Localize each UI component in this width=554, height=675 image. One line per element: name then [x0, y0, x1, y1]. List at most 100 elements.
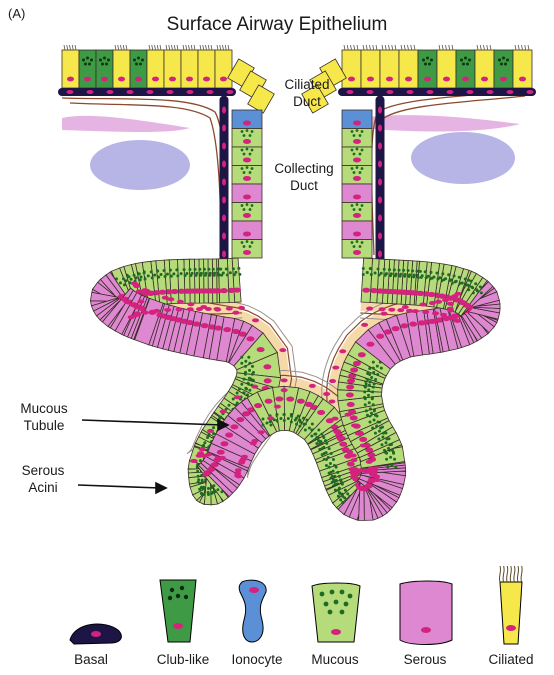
mucous-granule [243, 391, 246, 394]
cilium [225, 45, 226, 50]
duct-cell-mucous [342, 240, 372, 259]
mucous-granule [351, 149, 354, 152]
mucous-granule [441, 272, 444, 275]
legend-serous-cell [400, 581, 452, 645]
stroma-nucleus [352, 467, 359, 471]
surface-cell-ciliated [380, 45, 399, 88]
blood-vessel-left [90, 140, 190, 190]
basal-nucleus [447, 90, 454, 94]
mucous-granule [232, 267, 235, 270]
basal-nucleus [222, 179, 226, 186]
basal-nucleus [367, 90, 374, 94]
stroma-nucleus [366, 460, 373, 464]
mucous-granule [311, 422, 314, 425]
mucous-granule [459, 282, 462, 285]
mucous-granule [373, 382, 376, 385]
cilium [347, 45, 348, 50]
ciliated-cell-body [113, 50, 130, 88]
cilium [186, 45, 187, 50]
ciliated-nucleus [367, 77, 374, 82]
ciliated-cell-body [380, 50, 399, 88]
serous-nucleus [201, 323, 209, 328]
mucous-granule [380, 367, 383, 370]
mucous-granule [320, 433, 323, 436]
stroma-nucleus [274, 405, 281, 409]
cell-type-legend [70, 566, 522, 645]
mucous-granule [374, 414, 377, 417]
mucous-granule [394, 465, 397, 468]
duct-cell-mucous [342, 129, 372, 148]
mucous-granule [246, 148, 249, 151]
mucous-granule [367, 388, 370, 391]
cilium [155, 45, 156, 50]
basal-nucleus [167, 90, 174, 94]
mucous-granule [298, 425, 301, 428]
mucous-granule [351, 241, 354, 244]
basal-nucleus [378, 107, 382, 114]
stroma-nucleus [281, 388, 288, 392]
mucous-granule [275, 419, 278, 422]
cilium [200, 45, 201, 50]
mucous-granule [353, 134, 356, 137]
mucous-granule [140, 275, 143, 278]
mucous-granule [448, 279, 451, 282]
club-granule [170, 588, 174, 592]
basal-nucleus [107, 90, 114, 94]
mucous-granule [356, 203, 359, 206]
mucous-granule [246, 129, 249, 132]
mucous-nucleus [359, 437, 367, 442]
mucous-granule [339, 492, 342, 495]
club-granule [426, 57, 429, 60]
mucous-nucleus [263, 364, 271, 369]
surface-cell-ciliated [475, 45, 494, 88]
mucous-granule [370, 376, 373, 379]
club-granule [422, 59, 425, 62]
ciliated-cell-body [181, 50, 198, 88]
club-granule [498, 59, 501, 62]
mucous-granule [361, 130, 364, 133]
club-granule [460, 59, 463, 62]
basal-nucleus [222, 251, 226, 258]
stroma-nucleus [176, 307, 183, 311]
mucous-granule [194, 268, 197, 271]
cilium [503, 566, 504, 582]
legend-basal-cell [70, 624, 121, 644]
mucous-granule [403, 275, 406, 278]
ionocyte-nucleus [353, 120, 361, 125]
stroma-nucleus [346, 450, 353, 454]
mucous-granule [334, 600, 339, 605]
basal-nucleus [378, 251, 382, 258]
mucous-nucleus [243, 176, 251, 181]
stroma-nucleus [133, 283, 140, 287]
legend-club-like-cell [160, 580, 196, 642]
mucous-granule [415, 270, 418, 273]
cilium [208, 45, 209, 50]
mucous-granule [372, 371, 375, 374]
mucous-granule [241, 149, 244, 152]
stroma-nucleus [332, 417, 339, 421]
club-granule [101, 63, 104, 66]
club-granule [86, 57, 89, 60]
ciliated-duct-label-line2: Duct [262, 93, 352, 110]
surface-cell-ciliated [437, 45, 456, 88]
mucous-granule [398, 269, 401, 272]
stroma-nucleus [366, 307, 373, 311]
mucous-granule [364, 386, 367, 389]
cilium [414, 45, 415, 50]
club-granule [137, 57, 140, 60]
cilium [75, 45, 76, 50]
mucous-granule [387, 447, 390, 450]
serous-nucleus [366, 342, 374, 347]
club-granule [428, 63, 431, 66]
mucous-granule [157, 276, 160, 279]
cilium [477, 45, 478, 50]
mucous-granule [325, 464, 328, 467]
mucous-granule [361, 167, 364, 170]
mucous-granule [373, 419, 376, 422]
basal-nucleus [91, 631, 101, 637]
mucous-granule [163, 269, 166, 272]
stroma-nucleus [309, 384, 316, 388]
mucous-granule [170, 275, 173, 278]
cilium [389, 45, 390, 50]
mucous-granule [411, 269, 414, 272]
